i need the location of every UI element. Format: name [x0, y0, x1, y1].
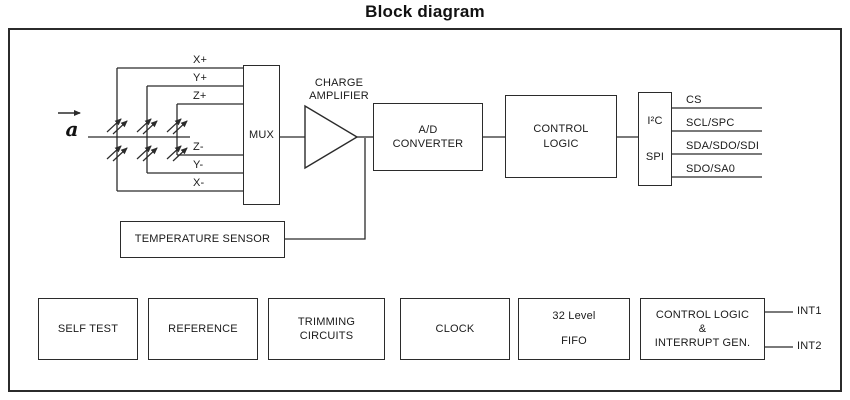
input-label-y-minus: Y-	[193, 159, 204, 171]
fifo-label-line2: FIFO	[561, 335, 587, 348]
clock-label: CLOCK	[435, 322, 475, 335]
fifo-label-line1: 32 Level	[552, 310, 596, 323]
control-logic-interrupt-label-line2: &	[698, 322, 707, 335]
adc-block: A/D CONVERTER	[373, 103, 483, 171]
pin-label-sda-sdo-sdi: SDA/SDO/SDI	[686, 140, 760, 152]
digital-interface-block: I²C SPI	[638, 92, 672, 186]
trimming-circuits-label-line1: TRIMMING	[297, 315, 356, 328]
trimming-circuits-label-line2: CIRCUITS	[299, 330, 354, 342]
control-logic-label-line1: CONTROL	[533, 123, 589, 136]
page-title: Block diagram	[365, 2, 485, 21]
interface-pin-wires	[672, 107, 762, 178]
opamp-triangle-icon	[304, 104, 359, 170]
self-test-block: SELF TEST	[38, 298, 138, 360]
trimming-circuits-block: TRIMMING CIRCUITS	[268, 298, 385, 360]
temperature-sensor-block: TEMPERATURE SENSOR	[120, 221, 285, 258]
control-logic-interrupt-block: CONTROL LOGIC & INTERRUPT GEN.	[640, 298, 765, 360]
spi-label: SPI	[645, 150, 665, 163]
control-logic-interrupt-label-line1: CONTROL LOGIC	[655, 308, 750, 321]
charge-amplifier-label-line2: AMPLIFIER	[309, 90, 369, 102]
clock-block: CLOCK	[400, 298, 510, 360]
adc-label-line1: A/D	[418, 123, 438, 136]
signal-chain-wires	[280, 136, 638, 240]
input-label-z-minus: Z-	[193, 141, 204, 153]
charge-amplifier-label: CHARGE AMPLIFIER	[300, 77, 378, 103]
fifo-block: 32 Level FIFO	[518, 298, 630, 360]
temperature-sensor-label: TEMPERATURE SENSOR	[134, 233, 271, 246]
acceleration-vector-label: a	[65, 117, 79, 141]
pin-label-cs: CS	[686, 94, 702, 106]
mux-label: MUX	[248, 128, 275, 141]
reference-block: REFERENCE	[148, 298, 258, 360]
mux-block: MUX	[243, 65, 280, 205]
input-label-y-plus: Y+	[193, 72, 208, 84]
charge-amplifier-label-line1: CHARGE	[314, 77, 364, 89]
mems-sense-element-icons	[106, 118, 188, 162]
input-label-x-plus: X+	[193, 54, 208, 66]
i2c-label: I²C	[647, 115, 663, 128]
pin-label-int2: INT2	[797, 340, 822, 352]
interrupt-pin-wires	[765, 311, 793, 348]
sense-element-wires	[88, 67, 243, 192]
input-label-z-plus: Z+	[193, 90, 207, 102]
pin-label-int1: INT1	[797, 305, 822, 317]
self-test-label: SELF TEST	[57, 322, 119, 335]
input-label-x-minus: X-	[193, 177, 205, 189]
pin-label-sdo-sa0: SDO/SA0	[686, 163, 736, 175]
control-logic-interrupt-label-line3: INTERRUPT GEN.	[654, 337, 751, 350]
adc-label-line2: CONVERTER	[392, 138, 464, 150]
pin-label-scl-spc: SCL/SPC	[686, 117, 735, 129]
control-logic-label-line2: LOGIC	[543, 137, 579, 150]
control-logic-block: CONTROL LOGIC	[505, 95, 617, 178]
reference-label: REFERENCE	[168, 322, 238, 335]
